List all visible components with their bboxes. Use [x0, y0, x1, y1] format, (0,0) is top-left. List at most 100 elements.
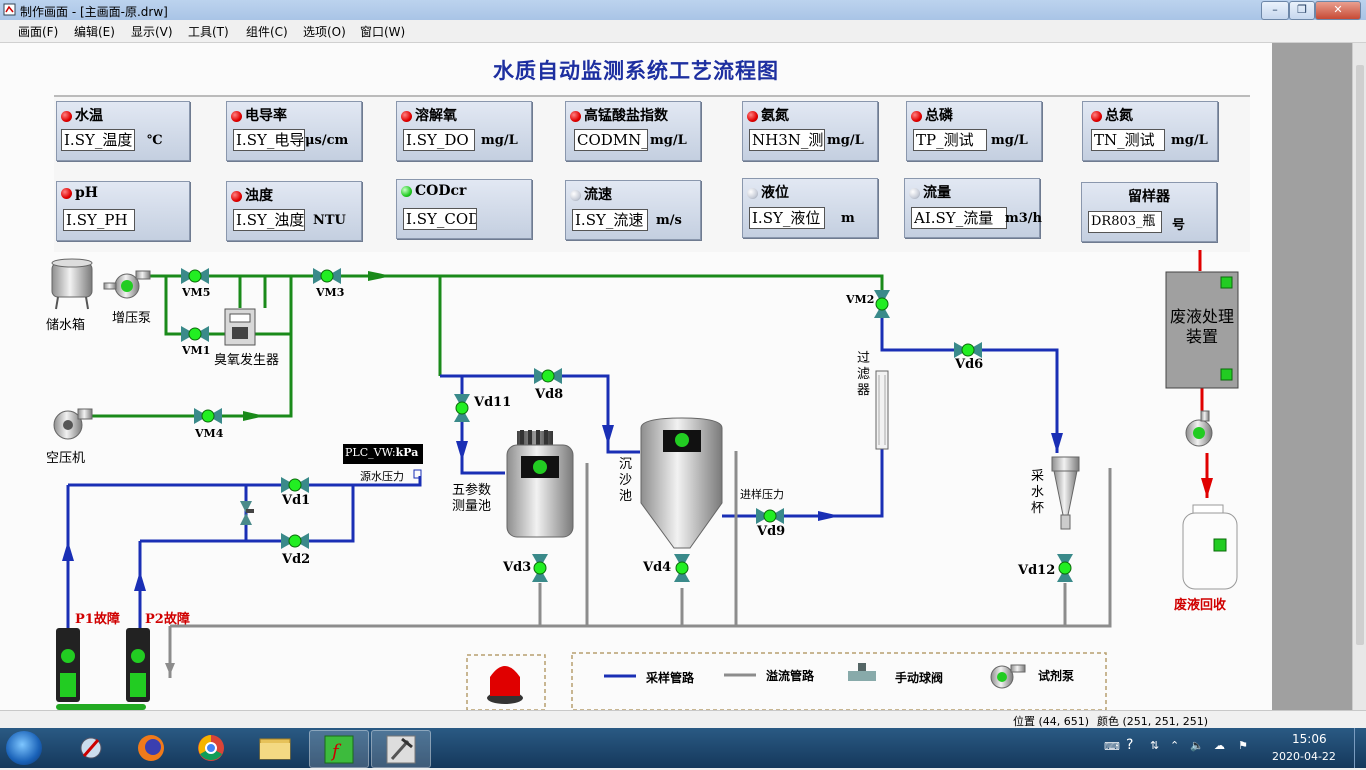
instrument-ammonia[interactable]: 氨氮 NH3N_测 mg/L — [742, 101, 878, 161]
waste-recycle-label: 废液回收 — [1174, 598, 1227, 613]
cloud-icon[interactable]: ☁ — [1214, 739, 1225, 752]
sampling-cup-icon — [1051, 456, 1080, 530]
flag-icon[interactable]: ⚑ — [1238, 739, 1248, 752]
menu-edit[interactable]: 编辑(E) — [74, 25, 115, 39]
instrument-label: 流速 — [584, 187, 612, 203]
instrument-sampler[interactable]: 留样器 DR803_瓶 号 — [1081, 182, 1217, 242]
taskbar-app-drawing[interactable] — [371, 730, 431, 768]
help-icon[interactable]: ? — [1126, 737, 1134, 753]
taskbar-app-firefox[interactable] — [122, 730, 180, 766]
instrument-unit: m — [841, 211, 855, 226]
instrument-flow-rate[interactable]: 流量 AI.SY_流量 m3/h — [904, 178, 1043, 238]
scrollbar-thumb[interactable] — [1356, 65, 1364, 645]
clock-time[interactable]: 15:06 — [1292, 732, 1327, 746]
volume-icon[interactable]: 🔈 — [1190, 739, 1204, 752]
valve-vm5-icon[interactable] — [180, 267, 210, 285]
taskbar-app-explorer[interactable] — [246, 730, 304, 766]
keyboard-icon[interactable]: ⌨ — [1104, 740, 1120, 753]
valve-vd2-icon[interactable] — [280, 532, 310, 550]
taskbar-app-chrome[interactable] — [182, 730, 240, 766]
valve-label: VM3 — [316, 286, 345, 299]
valve-label: Vd9 — [757, 524, 786, 539]
instrument-value: DR803_瓶 — [1088, 211, 1162, 233]
menu-view[interactable]: 显示(V) — [131, 25, 173, 39]
valve-label: Vd6 — [955, 357, 984, 372]
status-indicator — [570, 110, 581, 122]
valve-vd4-icon[interactable] — [673, 553, 691, 583]
booster-pump-icon — [103, 270, 151, 299]
status-indicator — [747, 110, 758, 122]
instrument-unit: mg/L — [991, 133, 1028, 148]
network-icon[interactable]: ⇅ — [1150, 739, 1160, 752]
menu-file[interactable]: 画面(F) — [18, 25, 59, 39]
instrument-codmn[interactable]: 高锰酸盐指数 CODMN_测 mg/L — [565, 101, 701, 161]
instrument-label: 高锰酸盐指数 — [584, 108, 668, 124]
status-indicator — [909, 187, 920, 199]
instrument-value: I.SY_电导 — [233, 129, 305, 151]
instrument-codcr[interactable]: CODcr I.SY_COD — [396, 179, 532, 239]
valve-vm1-icon[interactable] — [180, 325, 210, 343]
chevron-up-icon[interactable]: ⌃ — [1170, 739, 1180, 752]
close-button[interactable]: ✕ — [1315, 1, 1361, 20]
valve-vd1-icon[interactable] — [280, 476, 310, 494]
minimize-button[interactable]: – — [1261, 1, 1289, 20]
valve-vd8-icon[interactable] — [533, 367, 563, 385]
instrument-label: 液位 — [761, 185, 789, 201]
valve-label: Vd2 — [282, 552, 311, 567]
instrument-value: AI.SY_流量 — [911, 207, 1007, 229]
valve-label: Vd8 — [535, 387, 564, 402]
valve-vd9-icon[interactable] — [755, 507, 785, 525]
valve-vd6-icon[interactable] — [953, 341, 983, 359]
instrument-label: 流量 — [923, 185, 951, 201]
instrument-unit: m3/h — [1005, 211, 1043, 226]
valve-vm4-icon[interactable] — [193, 407, 223, 425]
legend-sample-label: 采样管路 — [646, 671, 695, 685]
drawing-canvas[interactable]: 水质自动监测系统工艺流程图 水温 I.SY_温度 ℃ 电导率 I.SY_电导 μ… — [0, 43, 1272, 710]
instrument-water-temp[interactable]: 水温 I.SY_温度 ℃ — [56, 101, 190, 161]
status-indicator — [61, 110, 72, 122]
maximize-button[interactable]: ❐ — [1289, 1, 1315, 20]
show-desktop-button[interactable] — [1354, 728, 1366, 768]
taskbar-app-tools[interactable] — [62, 730, 120, 766]
vertical-scrollbar[interactable] — [1352, 43, 1366, 710]
instrument-flow-velocity[interactable]: 流速 I.SY_流速 m/s — [565, 180, 701, 240]
menu-options[interactable]: 选项(O) — [303, 25, 346, 39]
valve-label: VM2 — [846, 293, 875, 306]
status-indicator — [570, 189, 581, 201]
ozone-generator-icon — [224, 308, 256, 346]
taskbar-app-forcecontrol[interactable]: f — [309, 730, 369, 768]
instrument-label: 电导率 — [245, 108, 287, 124]
storage-tank-icon — [51, 258, 93, 310]
valve-vm3-icon[interactable] — [312, 267, 342, 285]
instrument-turbidity[interactable]: 浊度 I.SY_浊度 NTU — [226, 181, 362, 241]
instrument-unit: 号 — [1172, 218, 1186, 233]
instrument-conductivity[interactable]: 电导率 I.SY_电导 μs/cm — [226, 101, 362, 161]
status-position: 位置 (44, 651) — [1013, 715, 1090, 728]
fault-p2: P2故障 — [145, 612, 190, 627]
instrument-total-phosphorus[interactable]: 总磷 TP_测试 mg/L — [906, 101, 1042, 161]
valve-label: Vd4 — [643, 560, 672, 575]
start-button[interactable] — [6, 731, 42, 765]
legend-overflow-label: 溢流管路 — [766, 669, 815, 683]
instrument-value: TN_测试 — [1091, 129, 1165, 151]
page-title: 水质自动监测系统工艺流程图 — [493, 58, 779, 83]
valve-vd11-icon[interactable] — [453, 393, 471, 423]
blue-arrows — [62, 425, 1063, 591]
manual-valve-icon — [848, 663, 876, 681]
clock-date[interactable]: 2020-04-22 — [1272, 750, 1336, 763]
instrument-value: I.SY_温度 — [61, 129, 135, 151]
instrument-ph[interactable]: pH I.SY_PH — [56, 181, 190, 241]
app-icon — [3, 3, 16, 16]
instrument-dissolved-oxygen[interactable]: 溶解氧 I.SY_DO mg/L — [396, 101, 532, 161]
valve-vd3-icon[interactable] — [531, 553, 549, 583]
instrument-total-nitrogen[interactable]: 总氮 TN_测试 mg/L — [1082, 101, 1218, 161]
menu-components[interactable]: 组件(C) — [246, 25, 288, 39]
instrument-unit: NTU — [313, 213, 346, 228]
menu-window[interactable]: 窗口(W) — [360, 25, 406, 39]
chrome-icon — [198, 735, 224, 761]
instrument-level[interactable]: 液位 I.SY_液位 m — [742, 178, 878, 238]
waste-device-icon — [1165, 271, 1239, 389]
valve-vd12-icon[interactable] — [1056, 553, 1074, 583]
menu-tools[interactable]: 工具(T) — [188, 25, 229, 39]
valve-vm2-icon[interactable] — [873, 289, 891, 319]
